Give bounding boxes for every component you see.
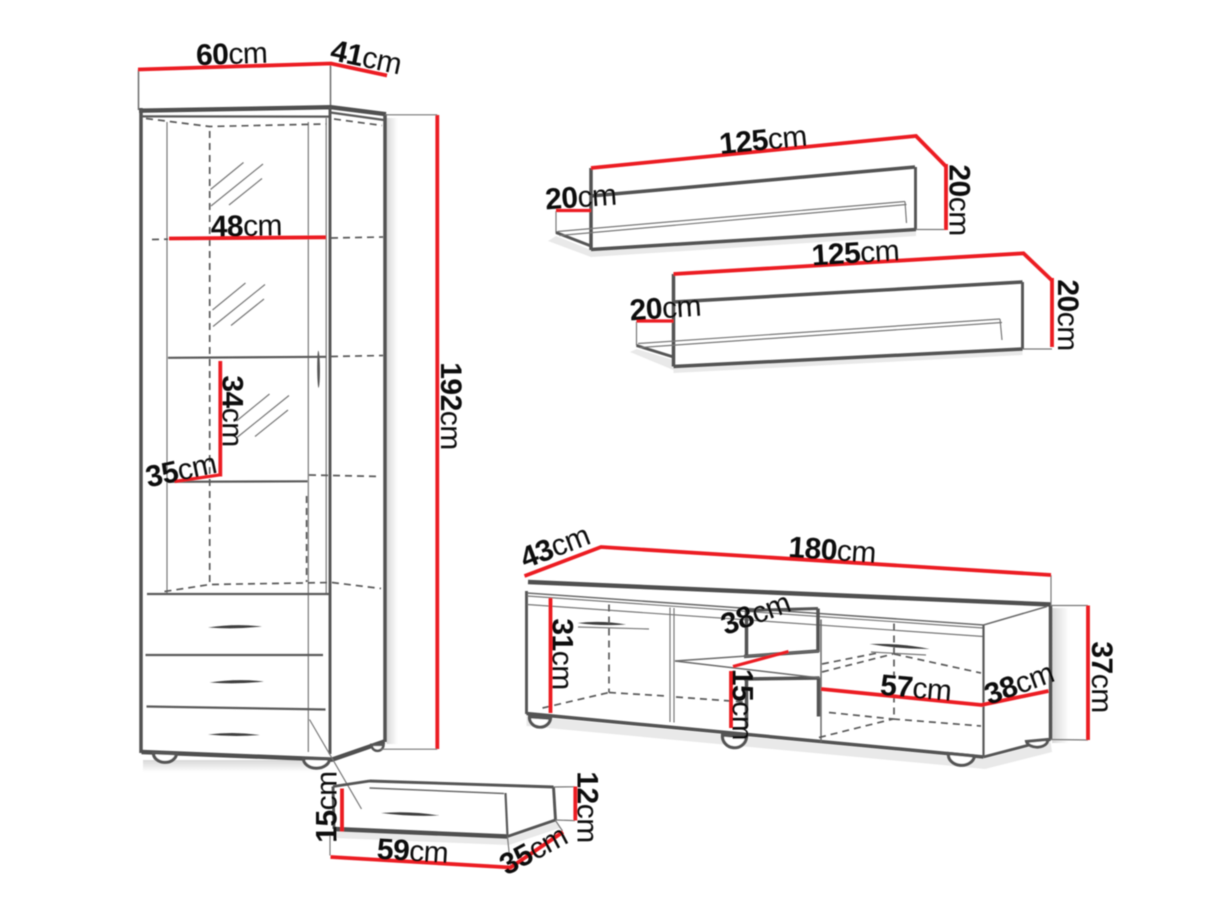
svg-text:60cm: 60cm (195, 37, 267, 72)
svg-text:15cm: 15cm (726, 669, 759, 740)
svg-text:20cm: 20cm (629, 290, 703, 328)
svg-text:31cm: 31cm (546, 618, 579, 689)
svg-text:125cm: 125cm (811, 234, 900, 272)
svg-text:37cm: 37cm (1085, 641, 1118, 712)
svg-text:20cm: 20cm (544, 179, 618, 217)
svg-text:12cm: 12cm (571, 771, 604, 842)
svg-text:20cm: 20cm (1051, 279, 1084, 350)
svg-text:125cm: 125cm (718, 120, 808, 161)
svg-text:35cm: 35cm (143, 447, 220, 494)
svg-text:192cm: 192cm (434, 362, 467, 450)
svg-text:59cm: 59cm (376, 833, 449, 870)
svg-text:48cm: 48cm (210, 209, 282, 243)
svg-text:20cm: 20cm (943, 164, 976, 235)
svg-text:57cm: 57cm (879, 669, 953, 708)
svg-text:41cm: 41cm (328, 34, 405, 81)
svg-text:15cm: 15cm (311, 771, 344, 842)
svg-text:180cm: 180cm (787, 531, 877, 570)
svg-text:34cm: 34cm (216, 375, 249, 446)
